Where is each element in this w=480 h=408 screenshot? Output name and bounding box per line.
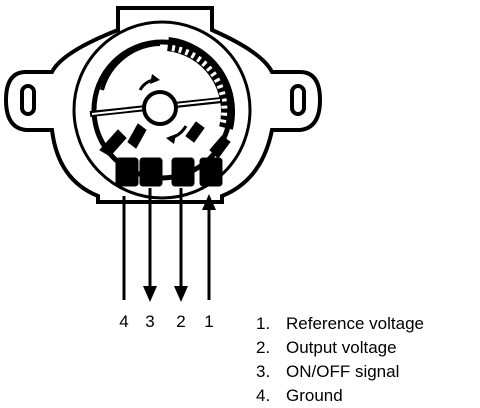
pin-label-2: 2 xyxy=(176,312,186,331)
pin-legend: 1. Reference voltage 2. Output voltage 3… xyxy=(256,312,424,408)
signal-lines xyxy=(122,188,216,302)
terminal-contacts xyxy=(99,121,231,187)
pin-label-3: 3 xyxy=(145,312,155,331)
legend-text: Reference voltage xyxy=(286,314,424,333)
wiper-arm xyxy=(89,74,223,144)
left-mounting-hole xyxy=(20,84,36,116)
legend-item: 1. Reference voltage xyxy=(256,312,424,336)
legend-item: 3. ON/OFF signal xyxy=(256,360,424,384)
right-mounting-hole xyxy=(290,84,306,116)
pin2-arrow-icon xyxy=(174,286,188,302)
legend-number: 2. xyxy=(256,338,271,357)
legend-text: ON/OFF signal xyxy=(286,362,400,381)
legend-text: Ground xyxy=(286,386,343,405)
legend-text: Output voltage xyxy=(286,338,397,357)
rotor-shaft xyxy=(142,90,178,126)
pin-label-4: 4 xyxy=(119,312,129,331)
legend-number: 3. xyxy=(256,362,271,381)
pin3-arrow-icon xyxy=(143,286,157,302)
pin-label-1: 1 xyxy=(204,312,214,331)
legend-number: 1. xyxy=(256,314,271,333)
contact-strip xyxy=(100,42,161,91)
legend-item: 4. Ground xyxy=(256,384,424,408)
legend-number: 4. xyxy=(256,386,271,405)
resistor-track xyxy=(166,37,235,130)
pin1-arrow-icon xyxy=(202,194,216,210)
legend-item: 2. Output voltage xyxy=(256,336,424,360)
